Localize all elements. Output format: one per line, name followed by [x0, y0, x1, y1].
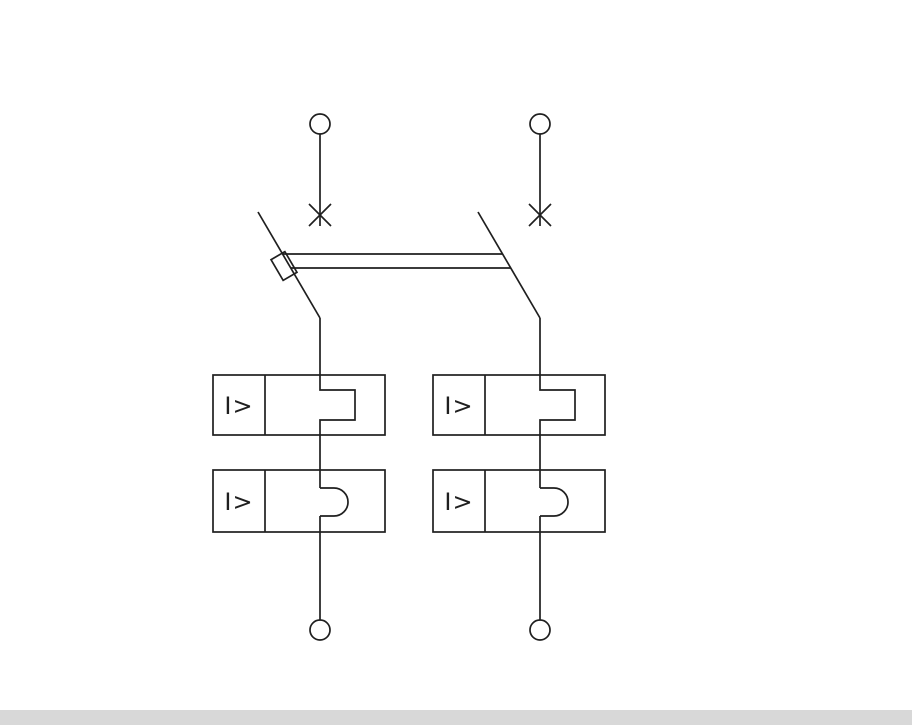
bottom-terminal-circle [529, 619, 551, 641]
pole-1: I> I> [212, 113, 386, 641]
release-label: I> [224, 488, 253, 516]
magnetic-release-box [212, 374, 386, 436]
bottom-scrollbar-track[interactable] [0, 710, 912, 725]
pole-2: I> I> [432, 113, 606, 641]
thermal-release-box [432, 469, 606, 533]
thermal-release-box [212, 469, 386, 533]
release-label: I> [444, 392, 473, 420]
actuator-square [269, 250, 299, 282]
magnetic-release-box [432, 374, 606, 436]
cross-stroke [528, 203, 552, 227]
top-terminal-circle [529, 113, 551, 135]
cross-stroke [308, 203, 332, 227]
magnetic-release-loop [539, 375, 576, 488]
contact-cross-icon [308, 203, 332, 227]
thermal-release-loop [320, 487, 349, 517]
contact-cross-icon [528, 203, 552, 227]
bottom-terminal-circle [309, 619, 331, 641]
release-label: I> [444, 488, 473, 516]
thermal-release-loop [540, 487, 569, 517]
switch-contact-blade [257, 211, 321, 319]
top-terminal-circle [309, 113, 331, 135]
mechanical-linkage [269, 250, 511, 282]
magnetic-release-loop [319, 375, 356, 488]
release-label: I> [224, 392, 253, 420]
switch-contact-blade [477, 211, 541, 319]
